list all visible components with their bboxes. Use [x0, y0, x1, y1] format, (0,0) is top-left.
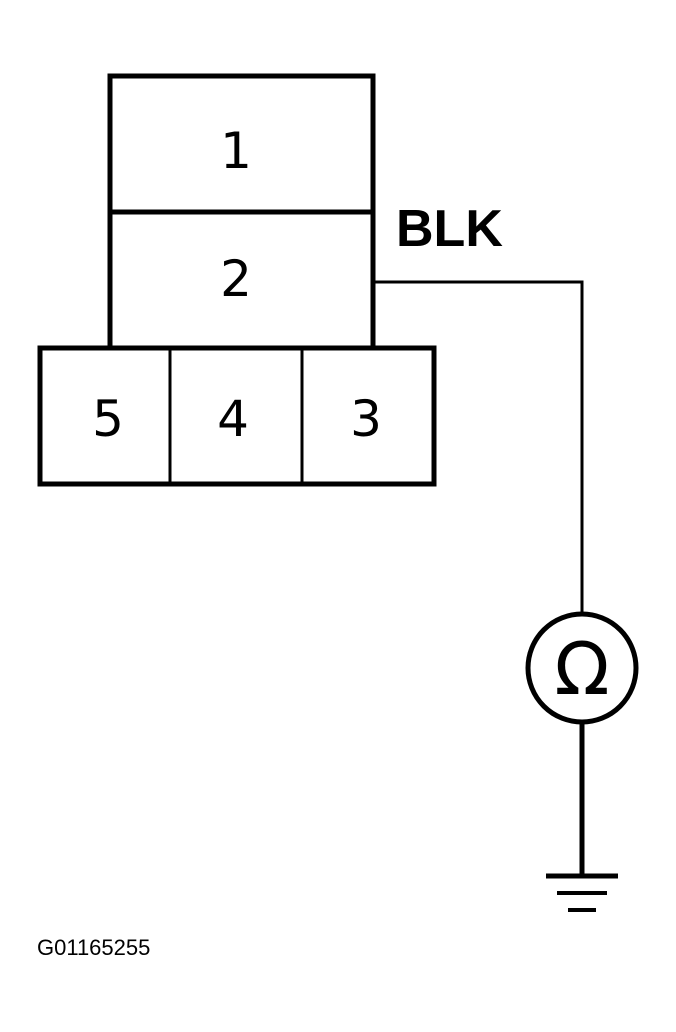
test-lead-wire	[373, 280, 584, 616]
ground-icon	[546, 873, 618, 912]
pin-1-label: 1	[220, 122, 252, 180]
wire-color-label: BLK	[396, 200, 503, 258]
connector-upper-block: 1 2	[107, 73, 376, 351]
pin-2-label: 2	[220, 250, 252, 308]
pin-3-label: 3	[350, 390, 382, 448]
pin-5-label: 5	[92, 390, 124, 448]
ohm-symbol: Ω	[554, 627, 609, 711]
connector-lower-outline	[37, 345, 437, 487]
pin-4-label: 4	[217, 390, 249, 448]
ohmmeter-icon: Ω	[525, 611, 639, 725]
connector-lower-row: 5 4 3	[37, 345, 437, 487]
figure-id: G01165255	[37, 935, 150, 960]
